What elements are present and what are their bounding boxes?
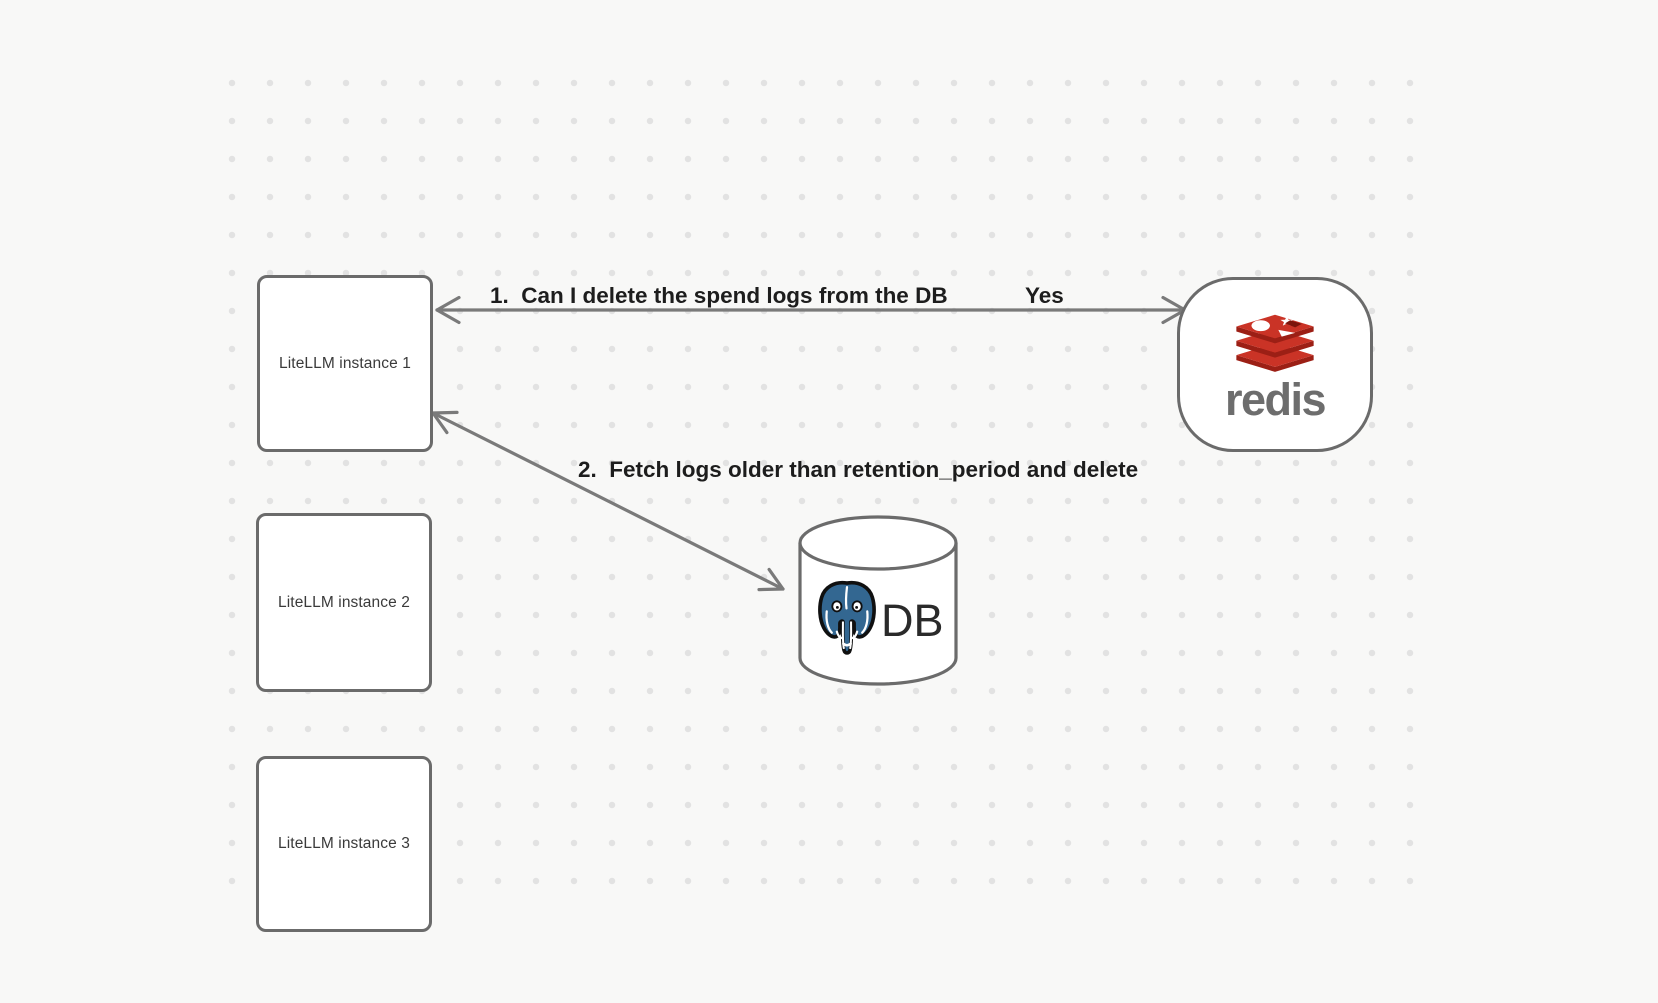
db-node-label: DB xyxy=(881,595,944,646)
litellm-instance-3-label: LiteLLM instance 3 xyxy=(278,835,410,852)
edge1-reply-label[interactable]: Yes xyxy=(1025,283,1064,308)
litellm-instance-1-label: LiteLLM instance 1 xyxy=(279,354,411,372)
node-redis[interactable]: redis xyxy=(1177,277,1373,452)
arrow-instance1-db[interactable] xyxy=(431,410,785,592)
node-litellm-instance-3[interactable]: LiteLLM instance 3 xyxy=(256,756,432,932)
redis-wordmark: redis xyxy=(1224,373,1327,425)
postgresql-elephant-icon xyxy=(812,579,882,658)
node-litellm-instance-2[interactable]: LiteLLM instance 2 xyxy=(256,513,432,692)
node-litellm-instance-1[interactable]: LiteLLM instance 1 xyxy=(257,275,433,452)
litellm-instance-2-label: LiteLLM instance 2 xyxy=(278,593,410,611)
redis-stack-logo-icon xyxy=(1233,314,1317,376)
db-cylinder-node[interactable] xyxy=(798,515,958,686)
edge2-fetch-label[interactable]: 2. Fetch logs older than retention_perio… xyxy=(578,457,1139,482)
edge1-question-label[interactable]: 1. Can I delete the spend logs from the … xyxy=(490,283,948,308)
